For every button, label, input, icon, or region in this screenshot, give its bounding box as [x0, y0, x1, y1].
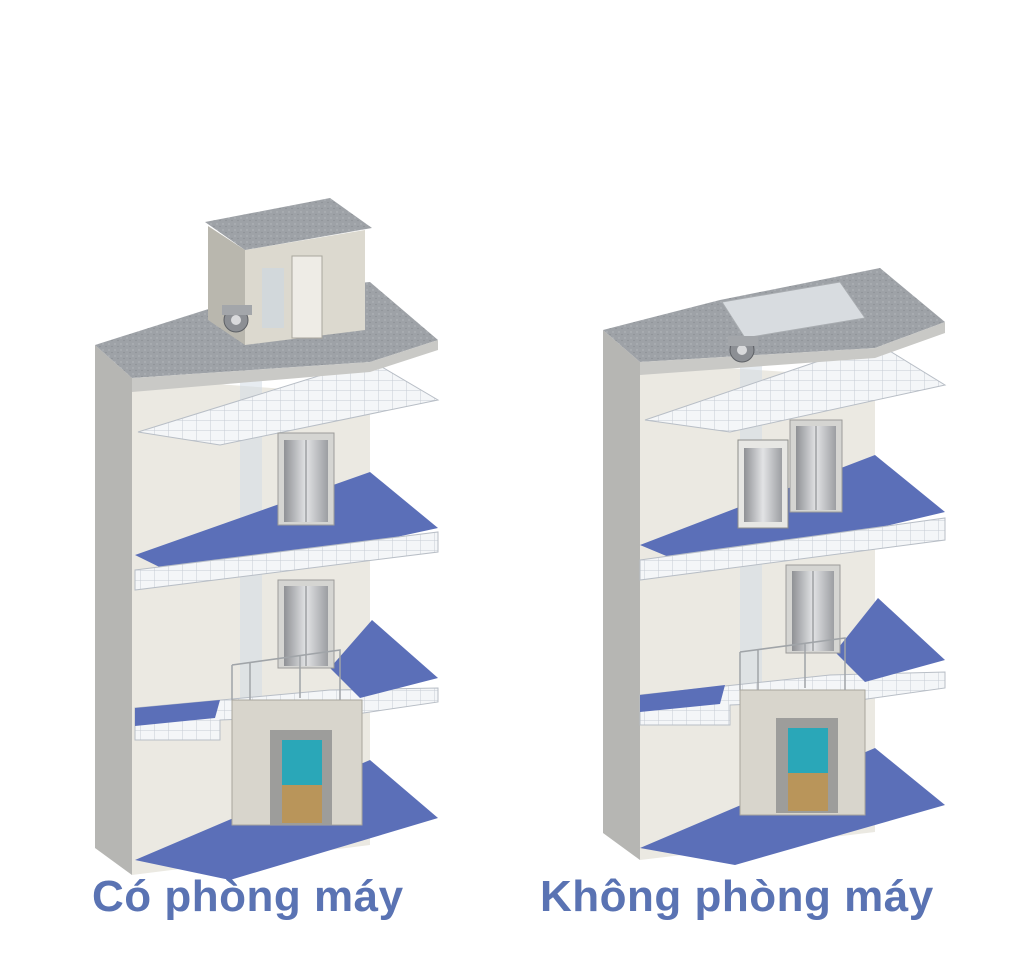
elevator-door	[277, 432, 335, 526]
caption-machine-room-less: Không phòng máy	[540, 872, 934, 921]
floor-blue	[835, 598, 945, 682]
floor-slab	[135, 472, 438, 582]
caption-with-machine-room: Có phòng máy	[92, 872, 404, 921]
floor-slab-blue	[135, 700, 220, 726]
canopy-railing	[231, 649, 341, 700]
elevator-door	[785, 564, 841, 654]
side-wall	[95, 345, 132, 875]
floor-blue	[330, 620, 438, 698]
elevator-car	[737, 439, 789, 529]
floor-slab-tiles	[644, 341, 947, 433]
traction-machine-icon	[728, 336, 758, 363]
elevator-car-open	[231, 699, 363, 826]
building-machine-room-less	[603, 268, 947, 865]
floor-slab-tiles	[137, 359, 440, 446]
traction-machine-icon	[222, 305, 252, 333]
canopy-railing	[739, 637, 846, 690]
side-wall	[603, 330, 640, 860]
floor-slab-tiles	[639, 517, 946, 581]
floor-slab-blue	[640, 685, 725, 712]
floor-slab-tiles	[134, 531, 439, 591]
roof-edge	[640, 322, 945, 375]
elevator-car-open	[739, 689, 866, 816]
roof-edge	[132, 340, 438, 392]
roof-opening	[721, 281, 866, 339]
building-with-machine-room	[95, 198, 440, 880]
elevator-door	[789, 419, 843, 513]
